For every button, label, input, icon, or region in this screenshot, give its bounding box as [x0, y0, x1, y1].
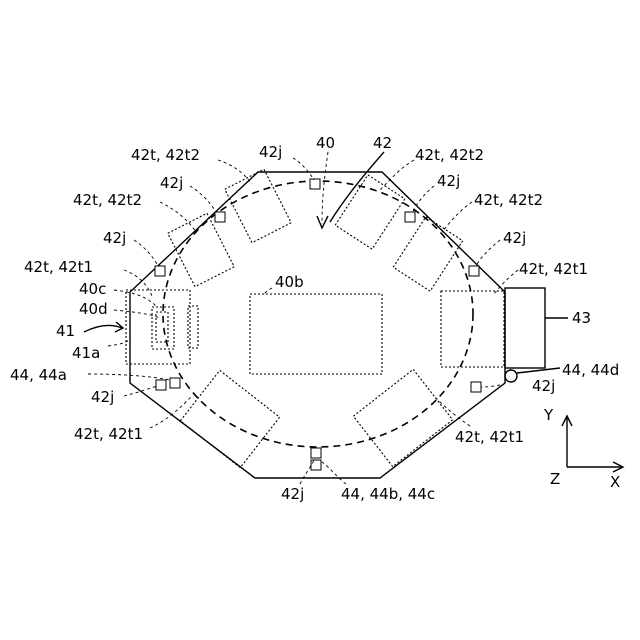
label-42t-42t1-left-lower: 42t, 42t1	[74, 425, 143, 443]
leader-42t1-left-lower	[150, 396, 192, 428]
joint-left-upper	[155, 266, 165, 276]
leader-41a	[108, 340, 128, 346]
label-42j-left: 42j	[103, 229, 126, 247]
label-42j-bottom: 42j	[281, 485, 304, 503]
leader-42t2-top-left	[218, 160, 252, 184]
label-42t-42t2-top-left: 42t, 42t2	[131, 146, 200, 164]
leader-42j-left	[134, 240, 158, 266]
label-42j-top: 42j	[259, 143, 282, 161]
leader-42j-top	[293, 158, 314, 180]
joint-bottom-b	[311, 460, 321, 470]
label-44-44d: 44, 44d	[562, 361, 619, 379]
leader-44d	[517, 368, 560, 373]
chamber-top-right-upper	[335, 175, 405, 249]
arrow-40-dashed	[322, 152, 328, 224]
label-41a: 41a	[72, 344, 100, 362]
label-42j-top-right: 42j	[437, 172, 460, 190]
label-40b: 40b	[275, 273, 304, 291]
joint-top-left	[215, 212, 225, 222]
leader-40d	[114, 310, 160, 318]
leader-40b	[264, 288, 272, 294]
arrow-40-head	[317, 216, 328, 228]
label-42j-2: 42j	[160, 174, 183, 192]
label-40: 40	[316, 134, 335, 152]
label-40c: 40c	[79, 280, 106, 298]
joint-left-lower-b	[170, 378, 180, 388]
slot-40c	[152, 307, 174, 349]
joint-right-upper	[469, 266, 479, 276]
label-44-44a: 44, 44a	[10, 366, 67, 384]
axis-label-y: Y	[543, 406, 554, 424]
label-43: 43	[572, 309, 591, 327]
leader-42j-right-lower	[481, 385, 500, 387]
joint-bottom	[311, 448, 321, 458]
label-44-44b-44c: 44, 44b, 44c	[341, 485, 435, 503]
leader-44a	[88, 374, 170, 380]
chamber-top-left-upper	[225, 169, 291, 242]
chamber-top-right-lower	[393, 217, 463, 291]
transport-circle	[163, 181, 473, 447]
stage-40b	[250, 294, 382, 374]
leader-42t2-right	[442, 202, 472, 232]
load-lock-41	[126, 290, 190, 364]
label-42: 42	[373, 134, 392, 152]
chamber-top-left-lower	[168, 213, 234, 286]
axis-label-x: X	[610, 473, 620, 491]
axis-label-z: Z	[550, 470, 560, 488]
leader-40c	[114, 290, 156, 306]
label-41: 41	[56, 322, 75, 340]
label-42t-42t2-right: 42t, 42t2	[474, 191, 543, 209]
label-42t-42t1-right-lower: 42t, 42t1	[455, 428, 524, 446]
label-42j-right-lower: 42j	[532, 377, 555, 395]
label-42t-42t2-left: 42t, 42t2	[73, 191, 142, 209]
module-43	[505, 288, 545, 368]
label-42t-42t1-right-upper: 42t, 42t1	[519, 260, 588, 278]
joint-left-lower	[156, 380, 166, 390]
label-42t-42t2-top-right: 42t, 42t2	[415, 146, 484, 164]
chamber-bottom-left	[180, 370, 279, 467]
label-40d: 40d	[79, 300, 108, 318]
label-42j-left-lower: 42j	[91, 388, 114, 406]
sensor-44d	[505, 370, 517, 382]
leader-44b-44c	[322, 462, 346, 484]
label-42j-right: 42j	[503, 229, 526, 247]
slot-40d	[156, 312, 168, 342]
leader-42j-2	[190, 186, 216, 212]
label-42t-42t1-left-upper: 42t, 42t1	[24, 258, 93, 276]
arrow-42	[330, 152, 384, 222]
chamber-bottom-right	[353, 369, 452, 466]
joint-top	[310, 179, 320, 189]
leader-42t1-right	[494, 270, 518, 294]
leader-42j-right	[476, 240, 500, 266]
joint-right-lower	[471, 382, 481, 392]
joint-top-right	[405, 212, 415, 222]
leader-42t2-left	[160, 202, 196, 232]
